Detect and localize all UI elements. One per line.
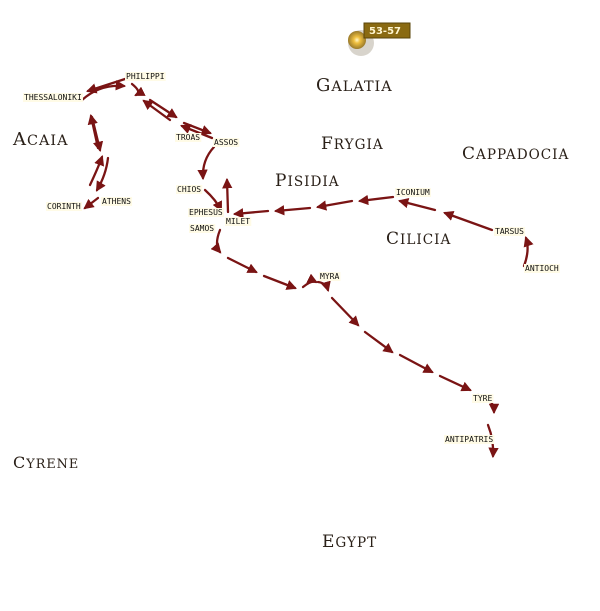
city-label-bg <box>46 202 82 211</box>
city-label-bg <box>494 227 526 236</box>
route-iconium-ephesus-4 <box>232 208 270 219</box>
region-cilicia: CILICIA <box>386 229 451 249</box>
region-cyrene: CYRENE <box>13 453 79 472</box>
city-athens: ATHENS <box>102 197 131 206</box>
city-samos: SAMOS <box>190 224 214 233</box>
route-myra-tyre-4 <box>438 374 472 392</box>
route-milet-myra-2 <box>262 274 297 290</box>
route-troas-assos <box>182 121 212 135</box>
route-thessaloniki-philippi <box>80 80 127 102</box>
city-myra: MYRA <box>320 272 339 281</box>
route-chios-samos <box>203 188 223 212</box>
city-assos: ASSOS <box>214 138 238 147</box>
city-labels: PHILIPPI THESSALONIKI TROAS ASSOS CHIOS … <box>23 72 560 444</box>
route-troas-philippi <box>142 99 172 122</box>
city-label-bg <box>395 188 431 197</box>
route-corinth-athens <box>88 155 105 187</box>
region-galatia: GALATIA <box>316 75 393 96</box>
city-troas: TROAS <box>176 133 200 142</box>
city-label-bg <box>319 272 341 281</box>
city-label-bg <box>188 208 224 217</box>
era-badge-label: 53-57 <box>369 26 401 37</box>
city-label-bg <box>125 72 166 81</box>
era-badge: 53-57 <box>348 22 411 56</box>
route-myra-tyre-2 <box>363 330 394 354</box>
city-label-bg <box>225 217 252 226</box>
city-corinth: CORINTH <box>47 202 81 211</box>
route-assos-troas <box>180 124 214 140</box>
city-antipatris: ANTIPATRIS <box>445 435 493 444</box>
city-label-bg <box>444 435 495 444</box>
city-chios: CHIOS <box>177 185 201 194</box>
city-label-bg <box>176 185 203 194</box>
route-myra-tyre-1 <box>330 296 360 327</box>
route-milet-south <box>210 228 222 254</box>
city-philippi: PHILIPPI <box>126 72 165 81</box>
route-antioch-tarsus <box>522 236 534 268</box>
city-ephesus: EPHESUS <box>189 208 223 217</box>
city-label-bg <box>472 394 494 403</box>
city-label-bg <box>524 264 560 273</box>
city-tyre: TYRE <box>473 394 492 403</box>
route-ephesus-assos <box>222 177 233 214</box>
city-label-bg <box>213 138 240 147</box>
route-milet-myra-3 <box>301 273 318 289</box>
route-tarsus-iconium-2 <box>397 198 437 212</box>
city-thessaloniki: THESSALONIKI <box>24 93 82 102</box>
route-myra-tyre-0 <box>316 280 331 292</box>
route-athens-corinth <box>83 196 100 210</box>
route-philippi-loop <box>130 82 146 97</box>
city-tarsus: TARSUS <box>495 227 524 236</box>
city-label-bg <box>23 93 83 102</box>
route-myra-tyre-3 <box>398 353 434 374</box>
route-iconium-ephesus-2 <box>315 199 354 211</box>
journey-routes <box>80 77 534 459</box>
route-tarsus-iconium-1 <box>443 210 494 232</box>
city-antioch: ANTIOCH <box>525 264 559 273</box>
city-label-bg <box>189 224 216 233</box>
region-pisidia: PISIDIA <box>275 171 340 191</box>
route-philippi-troas <box>148 98 178 119</box>
era-badge-box <box>363 22 411 39</box>
city-label-bg <box>175 133 202 142</box>
region-labels: GALATIA ACAIA FRYGIA CAPPADOCIA PISIDIA … <box>12 75 569 552</box>
route-assos-chios <box>197 145 216 181</box>
route-corinth-thessaloniki <box>87 113 100 150</box>
route-thessaloniki-corinth-2 <box>95 156 110 192</box>
route-iconium-ephesus-3 <box>273 205 312 216</box>
city-label-bg <box>101 197 133 206</box>
city-iconium: ICONIUM <box>396 188 430 197</box>
region-egypt: EGYPT <box>322 532 377 552</box>
route-iconium-ephesus-1 <box>357 194 395 206</box>
route-milet-myra-1 <box>226 256 258 274</box>
region-frygia: FRYGIA <box>321 134 384 154</box>
city-milet: MILET <box>226 217 250 226</box>
region-acaia: ACAIA <box>12 129 68 150</box>
region-cappadocia: CAPPADOCIA <box>462 144 569 164</box>
